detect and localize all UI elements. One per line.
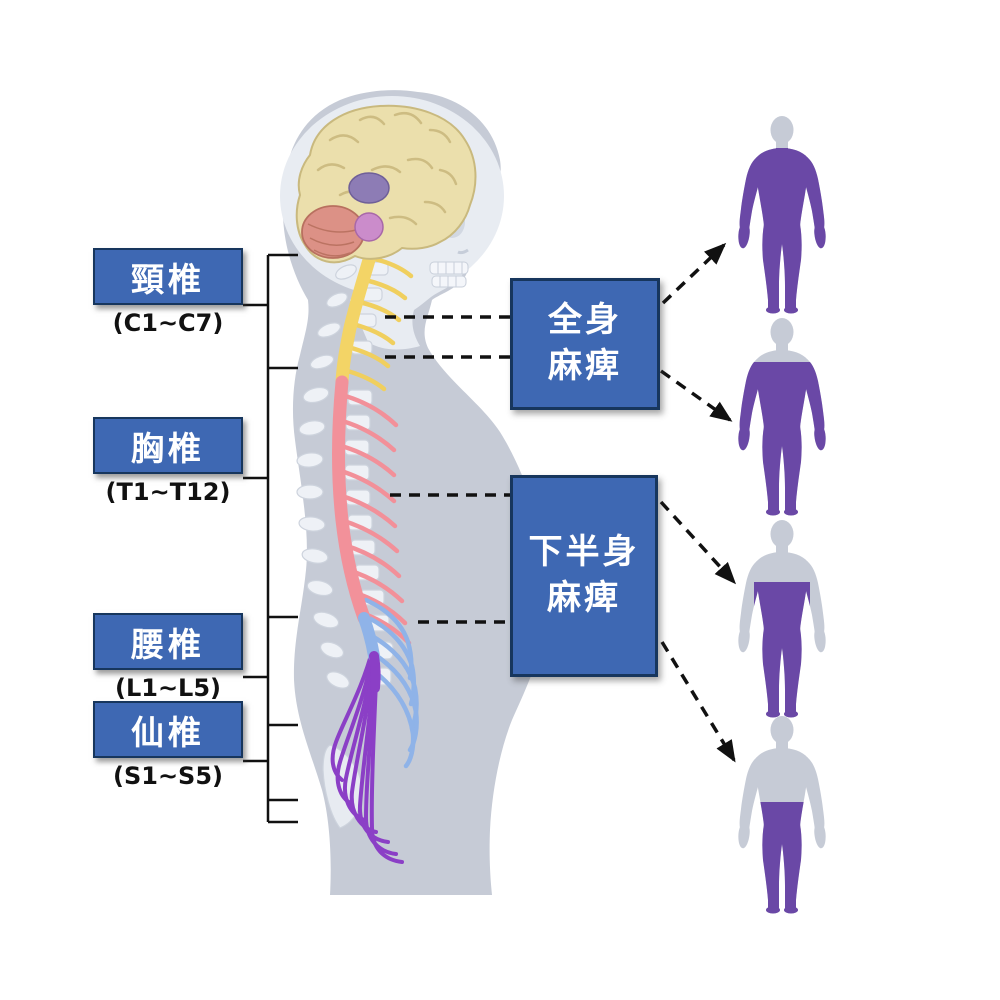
spine-label-box: 胸椎	[93, 417, 243, 474]
outcome-line: 麻痺	[548, 346, 622, 386]
brain-cerebellum	[301, 205, 365, 259]
spine-label-lumbar: 腰椎 (L1~L5)	[93, 613, 243, 702]
outcome-line: 下半身	[528, 532, 640, 573]
spinal-cord-cervical	[335, 239, 380, 389]
body-figure-3	[738, 520, 826, 718]
brain-midbrain	[348, 172, 390, 204]
spinal-cord-thoracic	[332, 375, 371, 625]
sacral-nerves	[330, 646, 404, 864]
arrow-to-figure-3	[659, 500, 737, 585]
outcome-box-lower-body-paralysis: 下半身 麻痺	[510, 475, 658, 677]
arrow-to-figure-4	[660, 641, 736, 763]
body-figure-2	[738, 318, 826, 516]
outcome-box-full-body-paralysis: 全身 麻痺	[510, 278, 660, 410]
segment-bracket	[243, 253, 298, 824]
profile-body-silhouette	[282, 90, 549, 896]
arrow-to-figure-2	[659, 369, 733, 422]
spine-label-text: 胸椎	[131, 428, 205, 468]
dashed-arrows	[659, 242, 737, 763]
spine-label-range: (S1~S5)	[112, 762, 223, 790]
body-figure-4	[738, 716, 826, 914]
spine-label-box: 頸椎	[93, 248, 243, 305]
spine-label-range: (L1~L5)	[114, 674, 222, 702]
outcome-line: 全身	[548, 300, 622, 341]
spine-label-text: 仙椎	[131, 712, 205, 752]
body-figure-1	[738, 116, 826, 314]
spinal-cord	[332, 239, 381, 693]
dashed-connector-lines	[385, 315, 510, 624]
spine-label-range: (T1~T12)	[105, 478, 231, 506]
spine-label-text: 腰椎	[131, 624, 205, 664]
spine-label-text: 頸椎	[131, 259, 205, 299]
spine-label-cervical: 頸椎 (C1~C7)	[93, 248, 243, 337]
lumbar-nerves	[363, 597, 419, 769]
spine-label-thoracic: 胸椎 (T1~T12)	[93, 417, 243, 506]
spine-label-box: 腰椎	[93, 613, 243, 670]
arrow-to-figure-1	[661, 242, 727, 305]
outcome-line: 麻痺	[547, 578, 621, 618]
spine-label-range: (C1~C7)	[112, 309, 224, 337]
spinal-cord-conus	[369, 651, 381, 693]
spine-label-sacral: 仙椎 (S1~S5)	[93, 701, 243, 790]
spine-label-box: 仙椎	[93, 701, 243, 758]
brain-pons	[354, 212, 384, 242]
